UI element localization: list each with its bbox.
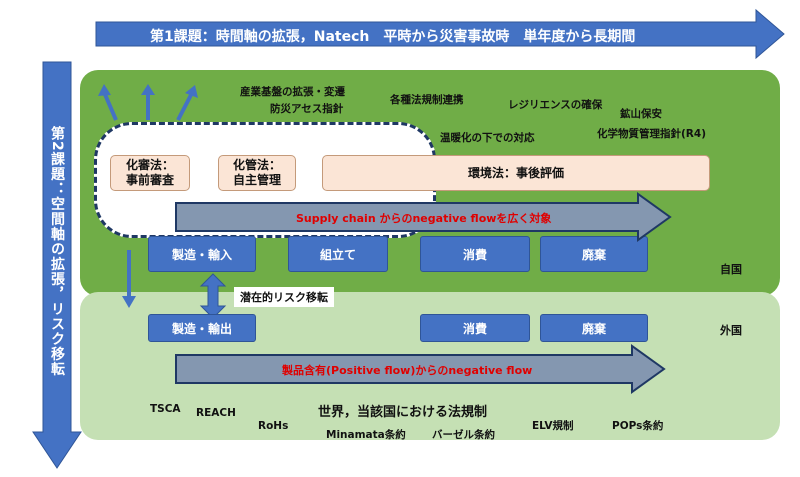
left-banner-arrow bbox=[32, 61, 82, 469]
domestic-label: 自国 bbox=[720, 263, 742, 276]
annotation-law-linkage: 各種法規制連携 bbox=[390, 94, 464, 106]
annotation-warming: 温暖化の下での対応 bbox=[440, 132, 535, 144]
supply-chain-flow-arrow bbox=[175, 192, 672, 242]
regulation-rohs: RoHs bbox=[258, 420, 289, 432]
product-content-flow-arrow bbox=[175, 344, 666, 394]
regulation-pops: POPs条約 bbox=[612, 420, 664, 432]
top-banner-arrow bbox=[95, 8, 785, 60]
regulation-reach: REACH bbox=[196, 407, 236, 419]
annotation-resilience: レジリエンスの確保 bbox=[508, 99, 603, 111]
supply-chain-flow-text: Supply chain からのnegative flowを広く対象 bbox=[296, 212, 552, 225]
law-box-environment: 環境法：事後評価 bbox=[322, 155, 710, 191]
annotation-disaster-assessment: 防災アセス指針 bbox=[270, 103, 344, 115]
stage-manufacture-export: 製造・輸出 bbox=[148, 314, 256, 342]
expansion-arrows-icon bbox=[98, 84, 198, 121]
annotation-chemical-guideline: 化学物質管理指針(R4) bbox=[597, 128, 706, 140]
stage-foreign-consumption: 消費 bbox=[420, 314, 530, 342]
annotation-mine-safety: 鉱山保安 bbox=[620, 108, 662, 120]
regulation-basel: バーゼル条約 bbox=[432, 429, 495, 441]
law-box-chemical-substances: 化審法：事前審査 bbox=[110, 155, 190, 191]
foreign-label: 外国 bbox=[720, 324, 742, 337]
export-down-arrow bbox=[122, 250, 136, 308]
regulation-minamata: Minamata条約 bbox=[326, 429, 406, 441]
risk-transfer-label: 潜在的リスク移転 bbox=[234, 287, 334, 307]
product-content-flow-text: 製品含有(Positive flow)からのnegative flow bbox=[282, 364, 533, 377]
regulation-elv: ELV規制 bbox=[532, 420, 574, 432]
risk-transfer-arrow bbox=[199, 273, 227, 319]
stage-assembly: 組立て bbox=[288, 236, 388, 272]
regulations-title: 世界，当該国における法規制 bbox=[318, 405, 488, 420]
annotation-industry: 産業基盤の拡張・変遷 bbox=[240, 86, 345, 98]
stage-consumption: 消費 bbox=[420, 236, 530, 272]
stage-foreign-disposal: 廃棄 bbox=[540, 314, 648, 342]
law-box-prtr: 化管法：自主管理 bbox=[218, 155, 296, 191]
regulation-tsca: TSCA bbox=[150, 403, 181, 415]
stage-disposal: 廃棄 bbox=[540, 236, 648, 272]
top-banner-text: 第1課題：時間軸の拡張，Natech 平時から災害事故時 単年度から長期間 bbox=[150, 29, 636, 45]
left-banner-text: 第2課題：空間軸の拡張，リスク移転 bbox=[49, 126, 65, 377]
stage-manufacture-import: 製造・輸入 bbox=[148, 236, 256, 272]
